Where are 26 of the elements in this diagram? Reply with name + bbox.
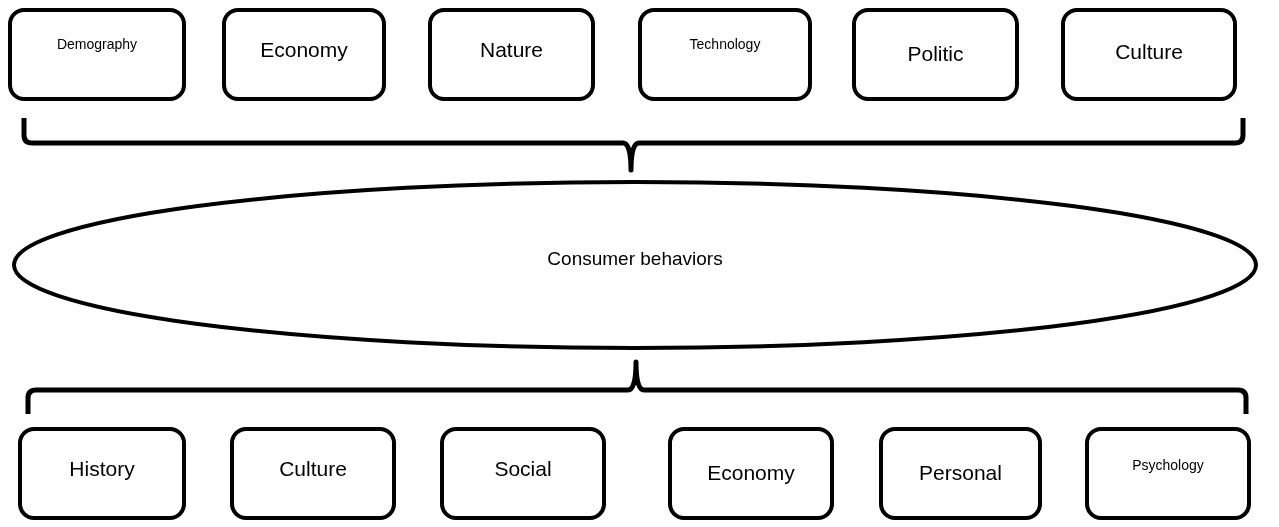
rounded-box (440, 427, 606, 520)
rounded-box (852, 8, 1019, 101)
node-label: Economy (706, 461, 796, 485)
rounded-box (668, 427, 834, 520)
rounded-box (222, 8, 386, 101)
rounded-box (428, 8, 595, 101)
node-label: Personal (918, 461, 1003, 485)
node-label: Technology (688, 36, 762, 52)
node-label: Psychology (1131, 457, 1205, 473)
rounded-box (879, 427, 1042, 520)
rounded-box (18, 427, 186, 520)
node-label: Nature (479, 38, 544, 62)
node-label: Consumer behaviors (546, 248, 724, 270)
node-label: Demography (55, 36, 139, 52)
rounded-box (8, 8, 186, 101)
rounded-box (1085, 427, 1251, 520)
rounded-box (638, 8, 812, 101)
node-label: Culture (278, 457, 348, 481)
rounded-box (230, 427, 396, 520)
node-label: Economy (259, 38, 349, 62)
ellipse-node (12, 180, 1258, 350)
node-label: History (68, 457, 136, 481)
node-label: Social (493, 457, 553, 481)
rounded-box (1061, 8, 1237, 101)
node-label: Politic (906, 42, 965, 66)
node-label: Culture (1114, 40, 1184, 64)
